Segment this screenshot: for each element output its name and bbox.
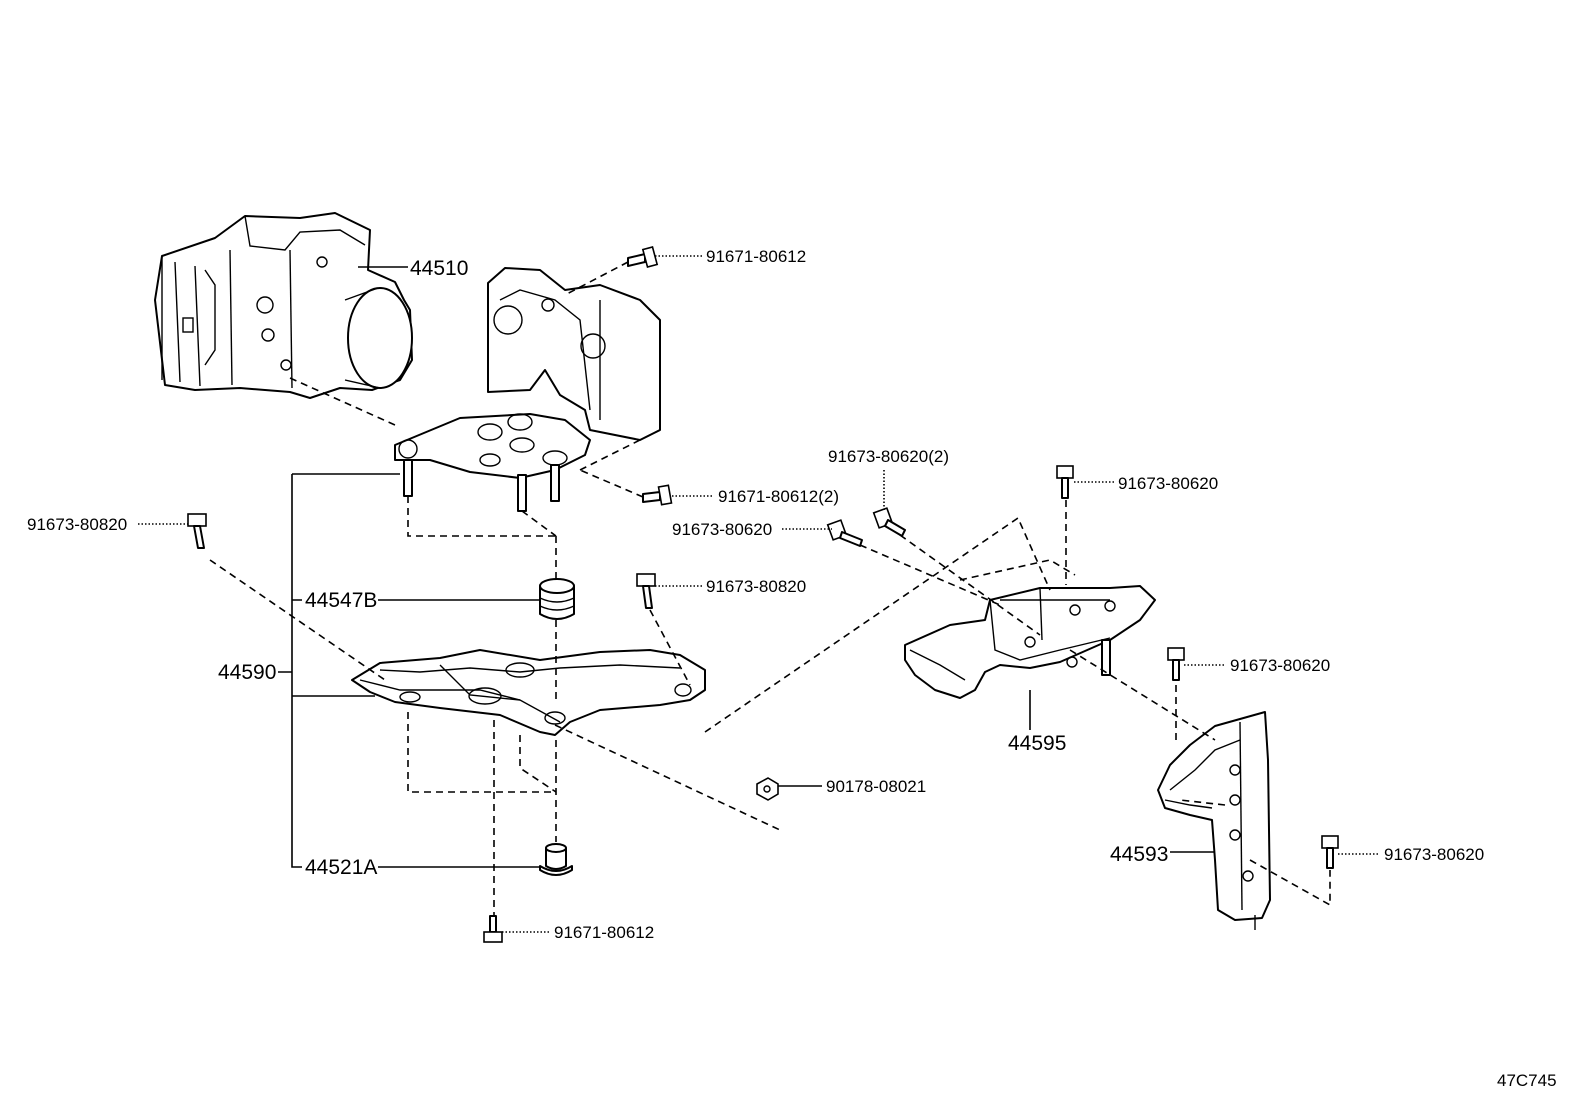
bolt-right-low[interactable] xyxy=(1321,835,1339,869)
label-bolt-bottom: 91671-80612 xyxy=(554,923,654,942)
bolt-single[interactable] xyxy=(826,519,863,547)
label-44595: 44595 xyxy=(1008,732,1066,755)
label-44521a: 44521A xyxy=(305,856,377,879)
label-bolt-right-mid: 91673-80620 xyxy=(1230,656,1330,675)
leader-lines xyxy=(138,255,1380,933)
label-44590: 44590 xyxy=(218,661,276,684)
bolt-center[interactable] xyxy=(636,573,656,609)
bolt-left[interactable] xyxy=(187,513,207,549)
actuator-bracket[interactable] xyxy=(394,267,661,512)
lower-bracket-plate[interactable] xyxy=(351,649,706,736)
labels: 44510 91671-80612 91671-80612(2) 91673-8… xyxy=(27,247,1557,1090)
label-bolt-top-actuator: 91671-80612 xyxy=(706,247,806,266)
bracket-44593[interactable] xyxy=(1157,711,1271,930)
label-bolt-right-low: 91673-80620 xyxy=(1384,845,1484,864)
bolt-bottom[interactable] xyxy=(483,915,503,943)
bracket-44595[interactable] xyxy=(904,585,1156,699)
label-nut: 90178-08021 xyxy=(826,777,926,796)
bolt-right-mid[interactable] xyxy=(1167,647,1185,681)
bolt-qty2[interactable] xyxy=(872,507,906,537)
bolt-top-actuator[interactable] xyxy=(627,246,659,268)
cushion[interactable] xyxy=(539,578,575,620)
diagram-id: 47C745 xyxy=(1497,1071,1557,1090)
label-bolt-qty2: 91673-80620(2) xyxy=(828,447,949,466)
label-bolt-center: 91673-80820 xyxy=(706,577,806,596)
bolt-upper-right[interactable] xyxy=(1056,465,1074,499)
label-44593: 44593 xyxy=(1110,843,1168,866)
label-bolt-upper-right: 91673-80620 xyxy=(1118,474,1218,493)
nut[interactable] xyxy=(756,777,779,801)
label-bolt-left: 91673-80820 xyxy=(27,515,127,534)
label-44510: 44510 xyxy=(410,257,468,280)
label-bolt-mid-actuator: 91671-80612(2) xyxy=(718,487,839,506)
collar[interactable] xyxy=(539,843,573,876)
bolt-mid-actuator[interactable] xyxy=(642,484,673,506)
label-bolt-single: 91673-80620 xyxy=(672,520,772,539)
label-44547b: 44547B xyxy=(305,589,377,612)
assembly-lines xyxy=(209,261,1331,915)
abs-actuator[interactable] xyxy=(154,212,413,399)
